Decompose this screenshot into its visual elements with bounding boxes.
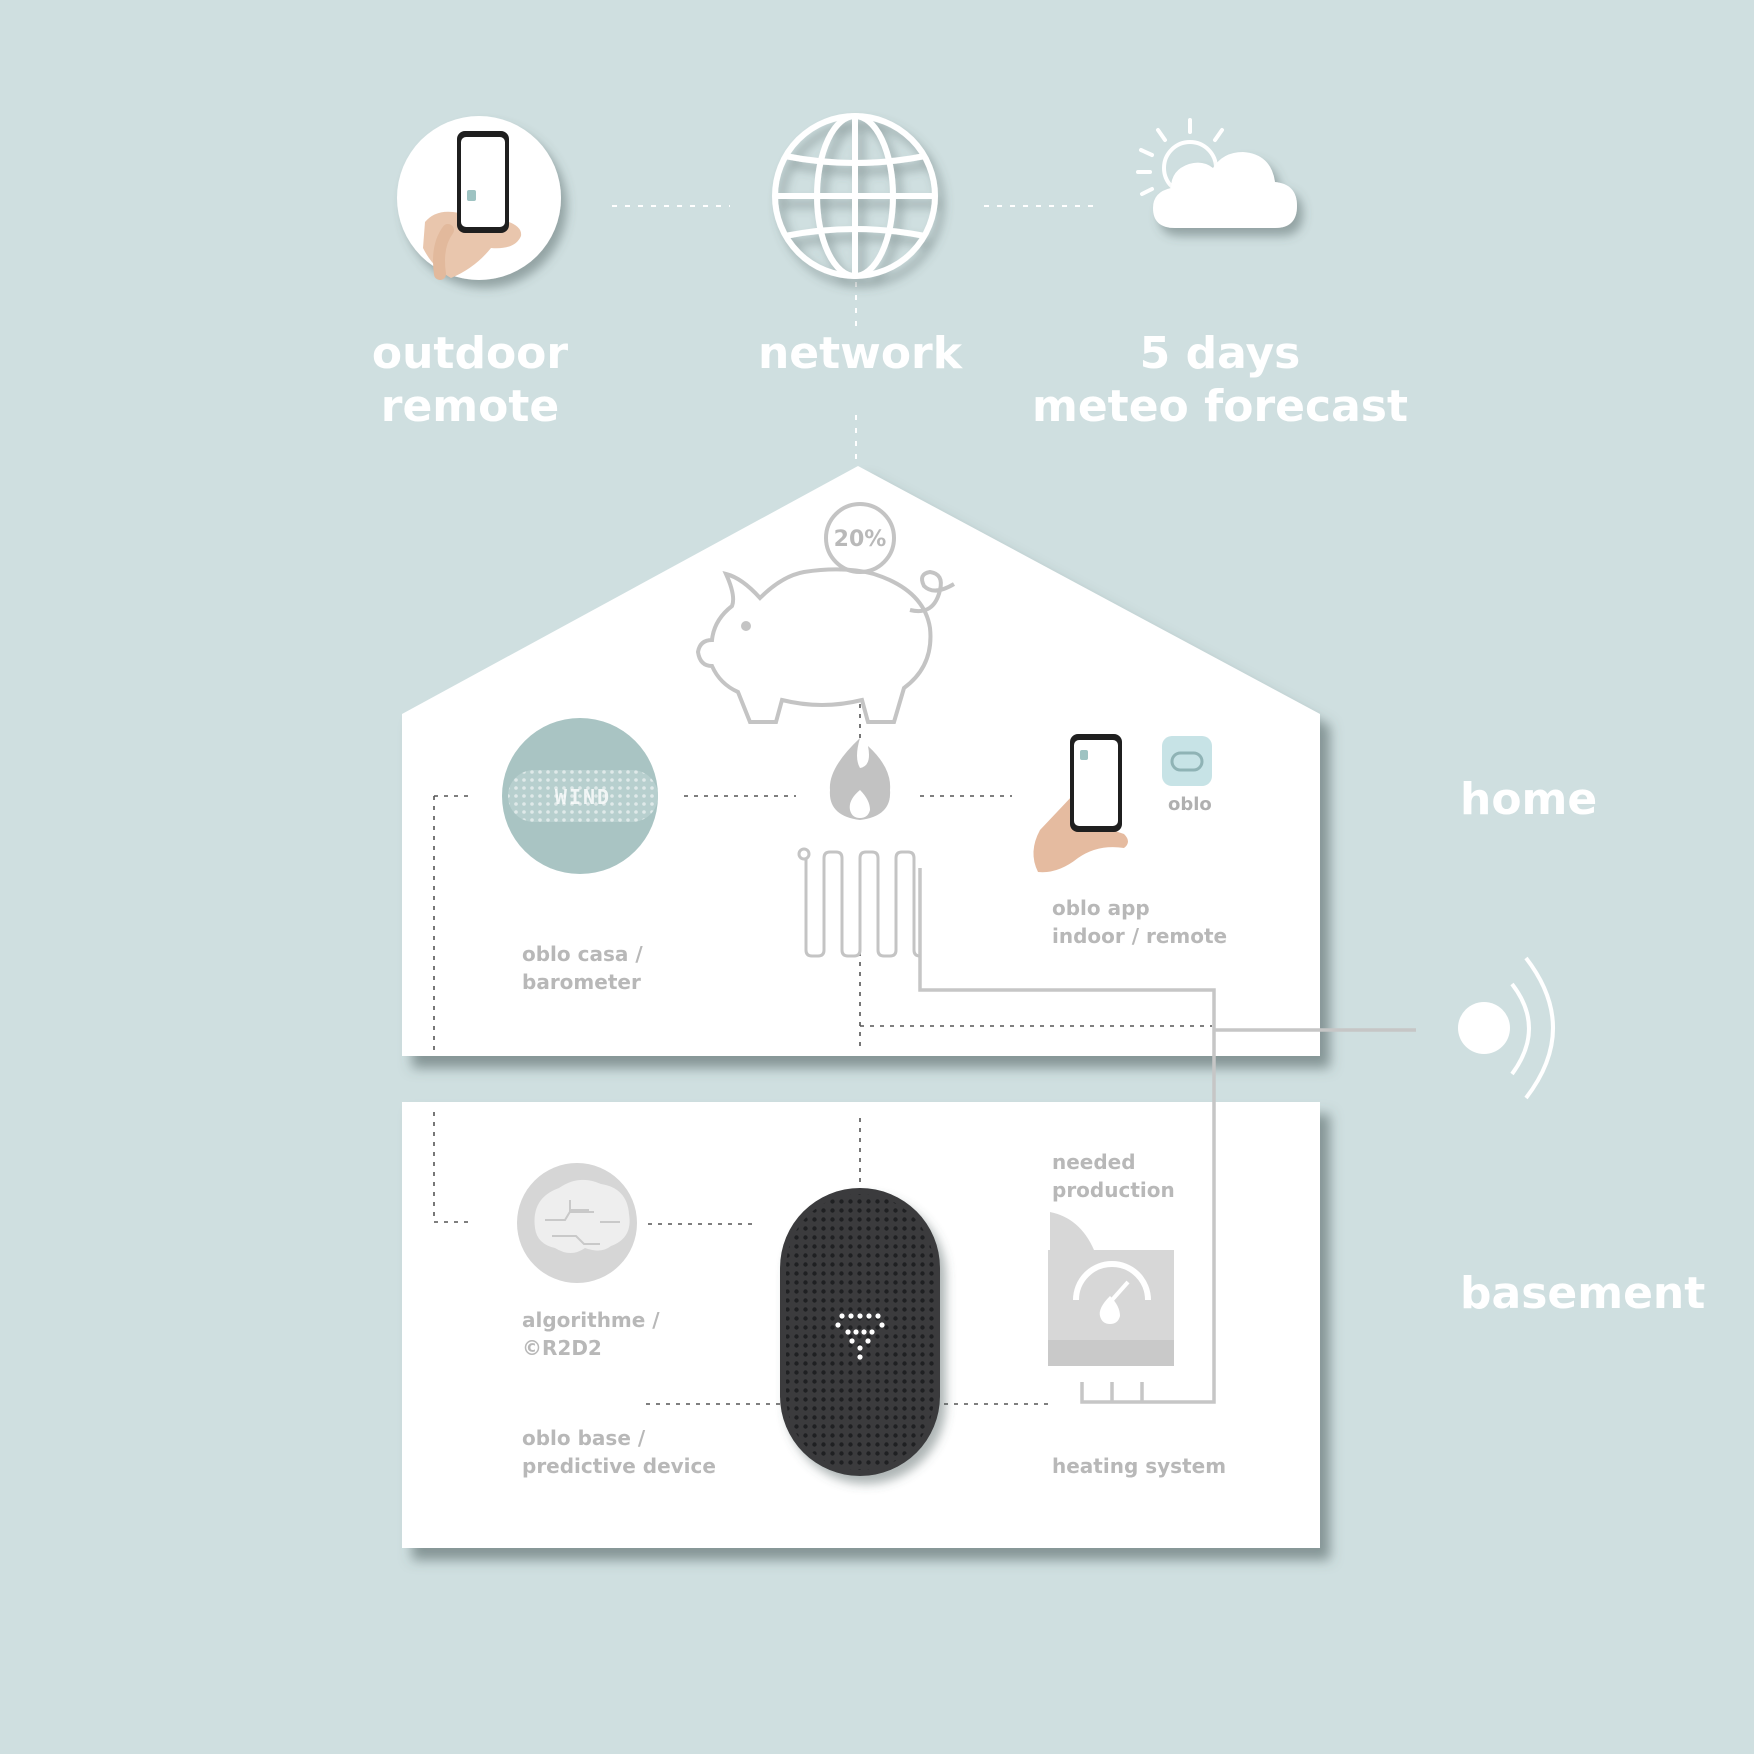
radiator-icon bbox=[797, 847, 921, 958]
oblo-app-label: oblo app indoor / remote bbox=[1052, 896, 1228, 948]
oblo-app-phone-icon bbox=[1033, 734, 1128, 873]
basement-connectors bbox=[433, 1112, 1050, 1405]
home-label: home bbox=[1460, 774, 1598, 825]
sun-cloud-icon bbox=[1136, 118, 1297, 228]
needed-production-label: needed production bbox=[1052, 1150, 1175, 1202]
savings-badge: 20% bbox=[834, 527, 887, 552]
phone-in-hand-graphic bbox=[423, 131, 522, 280]
wireless-signal-icon bbox=[1458, 956, 1555, 1100]
flame-icon bbox=[829, 738, 891, 820]
oblo-base-label: oblo base / predictive device bbox=[522, 1426, 716, 1478]
oblo-app-tile-icon bbox=[1162, 736, 1212, 786]
globe-icon bbox=[772, 113, 938, 279]
outdoor-remote-label: outdoor remote bbox=[371, 328, 569, 432]
heating-pipe bbox=[918, 868, 1416, 1404]
piggy-bank-icon bbox=[695, 502, 956, 724]
brain-icon bbox=[517, 1163, 637, 1283]
forecast-label: 5 days meteo forecast bbox=[1031, 328, 1409, 432]
basement-label: basement bbox=[1460, 1268, 1706, 1319]
oblo-casa-label: oblo casa / barometer bbox=[522, 942, 643, 994]
wifi-icon bbox=[835, 1313, 885, 1360]
heating-system-label: heating system bbox=[1052, 1454, 1227, 1478]
oblo-base-device bbox=[780, 1188, 940, 1476]
top-connectors bbox=[612, 205, 1100, 462]
casa-display-text: WIND bbox=[555, 785, 611, 809]
oblo-tag-label: oblo bbox=[1168, 794, 1212, 815]
network-label: network bbox=[757, 328, 963, 379]
algorithm-label: algorithme / ©R2D2 bbox=[522, 1308, 660, 1360]
oblo-casa-device bbox=[502, 718, 658, 874]
boiler-icon bbox=[1048, 1212, 1174, 1366]
home-connectors bbox=[433, 704, 1212, 1052]
home-panel bbox=[402, 466, 1320, 1056]
